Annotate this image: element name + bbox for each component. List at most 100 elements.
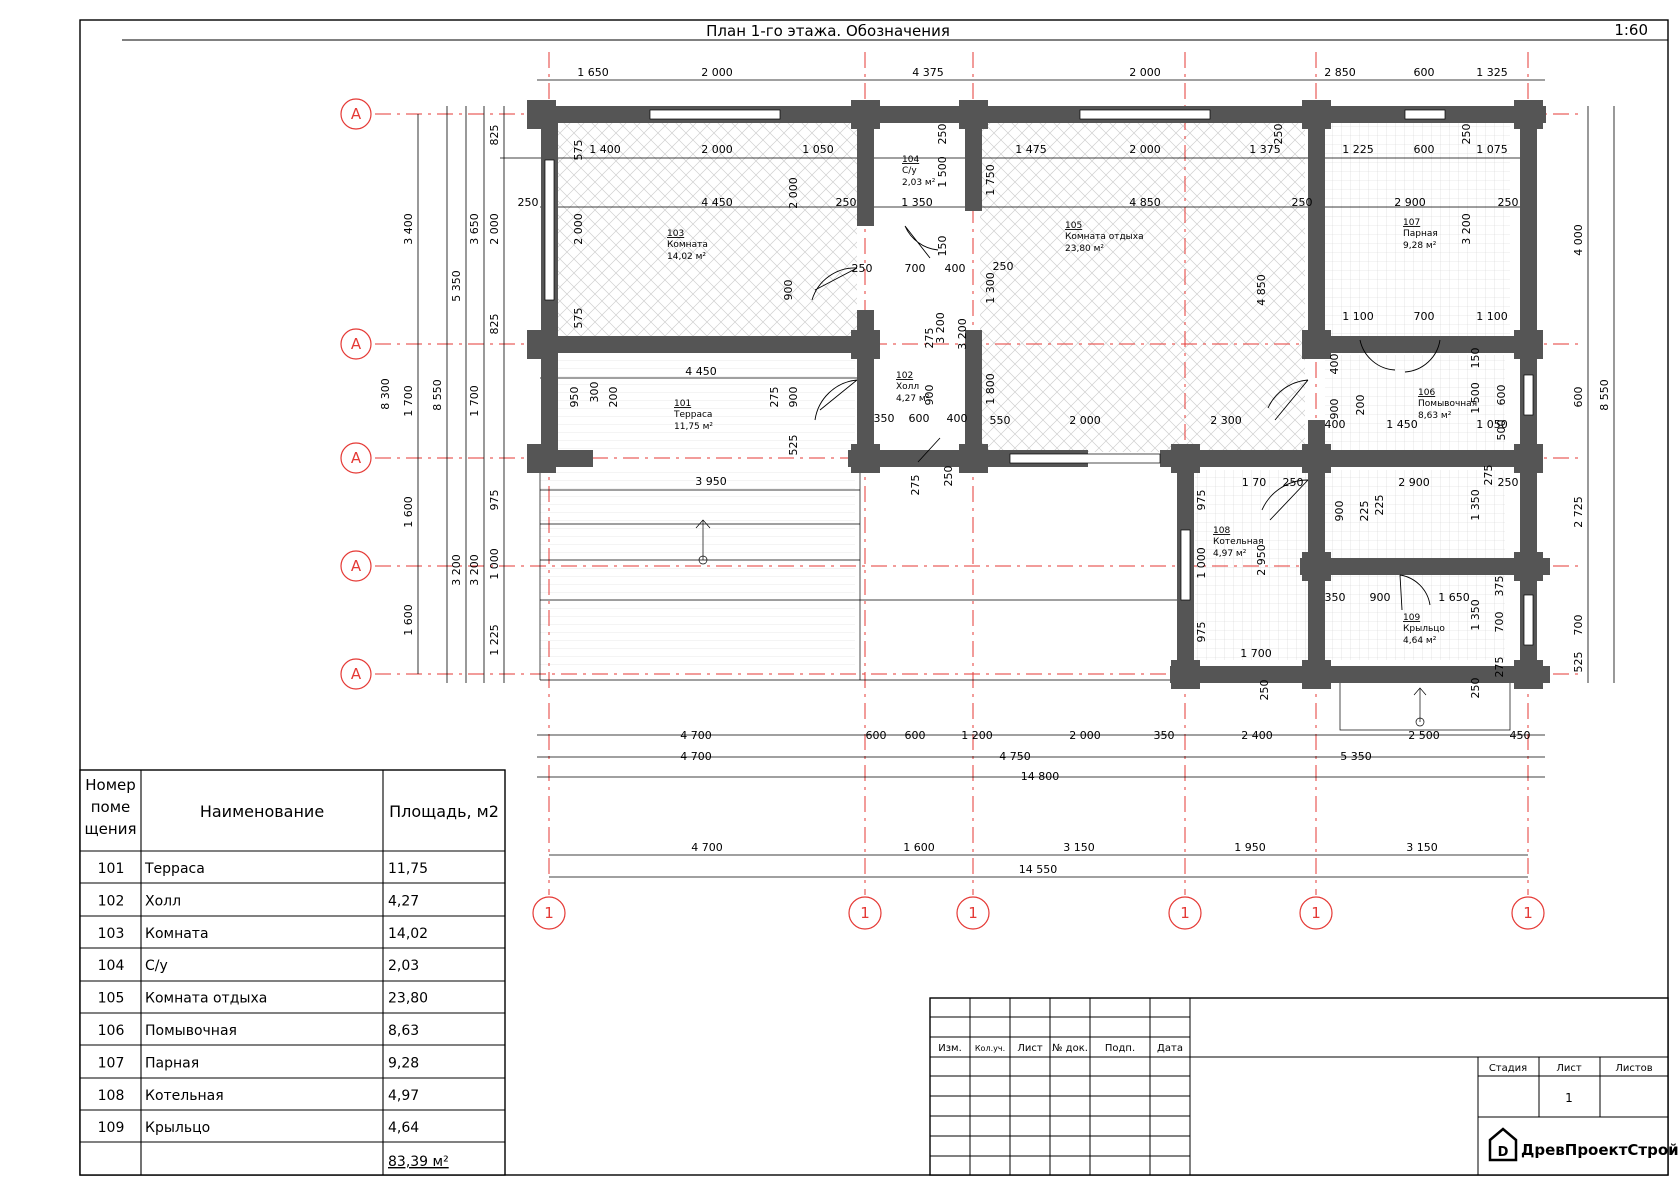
dim-right-outer: 700: [1572, 615, 1585, 636]
door-swing: [814, 379, 858, 421]
wall-col-2-top: [857, 106, 874, 226]
dim-interior: 575: [572, 140, 585, 161]
stamp-stage-label: Стадия: [1489, 1063, 1527, 1074]
room-105-area: 23,80 м²: [1065, 244, 1104, 254]
room-label-102: 102 Холл 4,27 м²: [896, 371, 930, 404]
dim-interior: 250: [1272, 124, 1285, 145]
dim-interior: 600: [1414, 143, 1435, 156]
plan-scale: 1:60: [1614, 21, 1648, 39]
dim-interior: 400: [1328, 354, 1341, 375]
room-label-105: 105 Комната отдыха 23,80 м²: [1065, 221, 1144, 254]
dim-interior: 250: [936, 124, 949, 145]
wall-a3-east: [1160, 450, 1530, 467]
dim-bottom: 600: [866, 729, 887, 742]
dim-interior: 900: [1370, 591, 1391, 604]
dim-top: 2 000: [701, 66, 733, 79]
dim-bottom: 2 400: [1241, 729, 1273, 742]
dim-interior: 2 900: [1394, 196, 1426, 209]
dim-axis-chain: 1 950: [1234, 841, 1266, 854]
dim-left-outer: 1 600: [402, 496, 415, 528]
legend-header-name: Наименование: [200, 802, 324, 821]
wall-a4-east: [1300, 558, 1550, 575]
stamp-col-sign: Подп.: [1105, 1043, 1135, 1054]
window: [1523, 594, 1534, 646]
room-label-107: 107 Парная 9,28 м²: [1403, 218, 1438, 251]
dim-interior: 575: [572, 308, 585, 329]
dim-interior: 1 350: [1469, 489, 1482, 521]
room-102-num: 102: [896, 371, 913, 381]
dim-interior: 900: [923, 385, 936, 406]
corner: [527, 330, 556, 359]
stair-origin: [698, 555, 708, 565]
axis-bubble-row-3: [340, 442, 372, 474]
dim-interior: 975: [1195, 490, 1208, 511]
dim-interior: 1 000: [1195, 547, 1208, 579]
room-106-name: Помывочная: [1418, 399, 1477, 409]
dim-interior: 1 700: [1240, 647, 1272, 660]
dim-axis-chain: 1 600: [903, 841, 935, 854]
floor-room-103: [545, 122, 857, 342]
dim-right-outer: 2 725: [1572, 496, 1585, 528]
dim-top: 1 650: [577, 66, 609, 79]
dim-top: 2 000: [1129, 66, 1161, 79]
room-101-num: 101: [674, 399, 691, 409]
dim-interior: 900: [782, 280, 795, 301]
axis-bubble-row-1: [340, 98, 372, 130]
floor-room-105: [980, 122, 1305, 452]
corner: [851, 330, 880, 359]
dim-interior: 350: [1325, 591, 1346, 604]
room-label-104: 104 С/у 2,03 м²: [902, 155, 936, 188]
dim-interior: 400: [947, 412, 968, 425]
room-109-area: 4,64 м²: [1403, 636, 1437, 646]
legend-cell-num: 102: [98, 893, 125, 909]
dimension-labels-vertical: 3 400 1 700 1 600 1 600 8 300 8 550 5 35…: [379, 125, 1611, 673]
axis-label-col-4: 1: [1180, 904, 1190, 922]
stamp-grid: [930, 998, 1668, 1175]
axis-label-row-5: А: [351, 665, 362, 683]
dim-interior: 200: [607, 387, 620, 408]
legend-cell-name: Котельная: [145, 1088, 224, 1104]
floor-room-109: [1325, 575, 1505, 660]
stair-arrow-head: [695, 519, 711, 529]
room-label-109: 109 Крыльцо 4,64 м²: [1403, 613, 1445, 646]
dim-left-outer: 3 400: [402, 213, 415, 245]
legend-cell-area: 4,97: [388, 1088, 419, 1104]
room-104-num: 104: [902, 155, 919, 165]
room-103-area: 14,02 м²: [667, 252, 706, 262]
dim-interior: 1 300: [984, 272, 997, 304]
corner: [851, 100, 880, 129]
dim-left-mid: 5 350: [450, 270, 463, 302]
dim-interior: 2 000: [787, 177, 800, 209]
legend-cell-area: 11,75: [388, 861, 428, 877]
legend-cell-num: 106: [98, 1023, 125, 1039]
entry-origin: [1415, 717, 1425, 727]
room-103-name: Комната: [667, 240, 708, 250]
dim-bottom-2: 5 350: [1340, 750, 1372, 763]
axis-bubble-col-1: [532, 896, 566, 930]
legend-cell-area: 4,27: [388, 893, 419, 909]
dim-interior: 600: [909, 412, 930, 425]
dim-bottom: 2 500: [1408, 729, 1440, 742]
dim-axis-chain: 4 700: [691, 841, 723, 854]
dim-bottom: 350: [1154, 729, 1175, 742]
dim-interior: 225: [1373, 495, 1386, 516]
dim-left-inner: 3 650: [468, 213, 481, 245]
room-108-area: 4,97 м²: [1213, 549, 1247, 559]
wall-col-5-bottom: [1308, 420, 1325, 683]
window: [1180, 529, 1191, 601]
room-label-108: 108 Котельная 4,97 м²: [1213, 526, 1264, 559]
door-swing: [917, 437, 941, 463]
legend-cell-area: 2,03: [388, 958, 419, 974]
legend-cell-num: 104: [98, 958, 125, 974]
floor-room-106b: [1325, 470, 1505, 560]
corner: [1514, 330, 1543, 359]
dim-left-mid: 3 200: [450, 554, 463, 586]
room-107-num: 107: [1403, 218, 1420, 228]
dim-interior: 600: [1495, 385, 1508, 406]
dim-interior: 1 450: [1386, 418, 1418, 431]
dim-interior: 900: [787, 387, 800, 408]
dim-interior: 250: [1283, 476, 1304, 489]
legend-cell-name: Комната: [145, 926, 209, 942]
floor-room-108: [1195, 470, 1310, 660]
